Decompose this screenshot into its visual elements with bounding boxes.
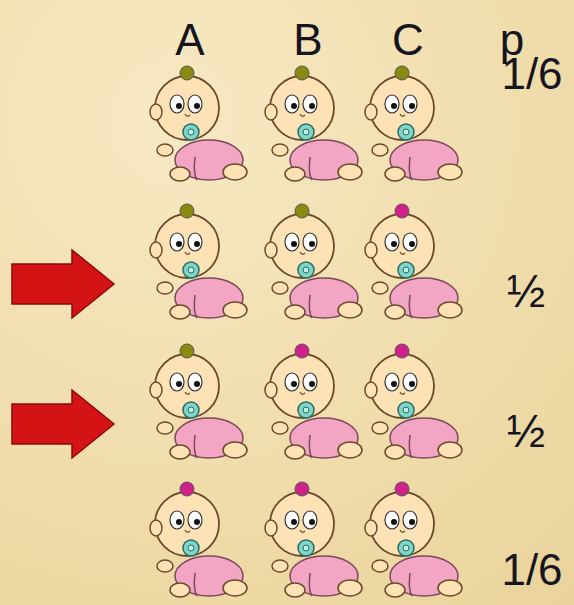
pointer-arrow (12, 250, 114, 318)
gene-dot (295, 344, 309, 358)
gene-dot (180, 482, 194, 496)
baby-figure (365, 346, 462, 459)
baby-figure (265, 206, 362, 319)
column-label: A (175, 18, 204, 62)
gene-dot (180, 66, 194, 80)
baby-figure (150, 68, 247, 181)
gene-dot (395, 344, 409, 358)
gene-dot (395, 204, 409, 218)
pointer-arrow (12, 390, 114, 458)
gene-dot (395, 482, 409, 496)
baby-figure (265, 68, 362, 181)
gene-dot (180, 344, 194, 358)
gene-dot (295, 482, 309, 496)
gene-dot (180, 204, 194, 218)
column-label: B (293, 18, 322, 62)
baby-figure (150, 346, 247, 459)
baby-figure (365, 68, 462, 181)
baby-figure (365, 484, 462, 597)
baby-figure (150, 206, 247, 319)
baby-figure (265, 346, 362, 459)
probability-label: 1/6 (501, 548, 562, 592)
gene-dot (395, 66, 409, 80)
baby-figure (265, 484, 362, 597)
column-label: C (392, 18, 424, 62)
baby-figure (150, 484, 247, 597)
probability-label: ½ (507, 268, 545, 314)
gene-dot (295, 204, 309, 218)
baby-figure (365, 206, 462, 319)
probability-label: 1/6 (501, 52, 562, 96)
probability-label: ½ (507, 408, 545, 454)
baby-grid (150, 66, 462, 597)
gene-dot (295, 66, 309, 80)
